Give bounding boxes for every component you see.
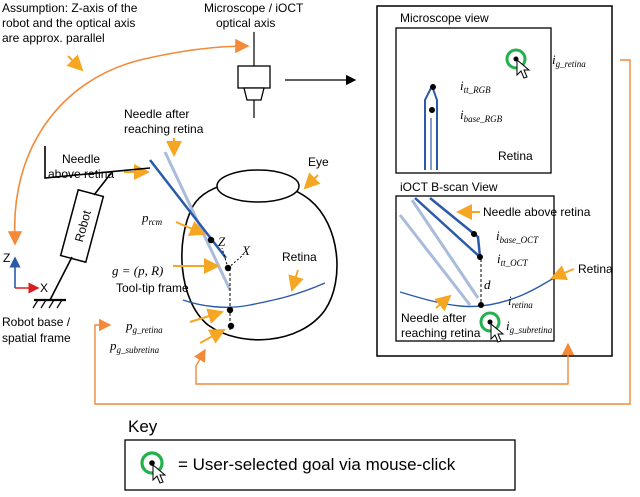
robot-base-label-line2: spatial frame xyxy=(2,331,71,345)
oct-view-goal-ring xyxy=(479,311,501,333)
key-goal-dot xyxy=(149,460,155,466)
oct-d-label: d xyxy=(484,277,491,292)
i-retina-point xyxy=(478,302,484,308)
rcm-point xyxy=(207,236,215,244)
robot-base-label-line1: Robot base / xyxy=(2,315,71,329)
tooltip-x-axis xyxy=(227,254,244,269)
microscope-view-retina-label: Retina xyxy=(498,149,533,163)
i-retina-label: iretina xyxy=(508,293,533,310)
p-g-retina-arrow xyxy=(189,308,224,324)
oct-view-retina-line xyxy=(399,277,555,308)
eye-label: Eye xyxy=(308,155,329,169)
i-tt-oct-label: itt_OCT xyxy=(497,251,529,268)
p-rcm-arrow xyxy=(175,221,206,236)
key-text: = User-selected goal via mouse-click xyxy=(178,455,456,474)
needle-above-shaft xyxy=(149,159,227,259)
robot-arm: Robot xyxy=(32,146,151,309)
p-g-subretina-point xyxy=(227,322,235,330)
i-tt-rgb-label: itt_RGB xyxy=(460,78,491,95)
eye-arrow xyxy=(303,172,321,190)
assumption-text-line1: Assumption: Z-axis of the xyxy=(2,1,138,15)
microscope-label-line1: Microscope / iOCT xyxy=(204,1,304,15)
tooltip-x-label: X xyxy=(241,243,251,258)
g-frame-label: g = (p, R) xyxy=(112,263,163,278)
oct-needle-after-label-line2: reaching retina xyxy=(401,326,481,340)
oct-needle-after-label-line1: Needle after xyxy=(401,311,466,325)
i-base-oct-label: ibase_OCT xyxy=(496,228,539,245)
robot-z-label: Z xyxy=(3,251,10,265)
robot-x-label: X xyxy=(40,281,48,295)
views-panel xyxy=(376,5,613,357)
needle-above-label-line1: Needle xyxy=(62,152,100,166)
oct-view-title: iOCT B-scan View xyxy=(400,180,498,194)
tooltip-z-axis xyxy=(221,247,229,269)
key-goal-ring xyxy=(140,451,164,475)
i-base-oct-point xyxy=(471,231,477,237)
needle-after-label-line2: reaching retina xyxy=(124,122,204,136)
p-g-retina-label: pg_retina xyxy=(125,318,163,335)
tooltip-z-label: Z xyxy=(218,234,226,249)
eye-retina-arrow xyxy=(288,269,304,292)
i-base-rgb-point xyxy=(429,107,435,113)
oct-goal-link xyxy=(194,345,569,385)
microscope-label-line2: optical axis xyxy=(216,16,275,30)
i-g-retina-label: ig_retina xyxy=(552,52,586,69)
key-box xyxy=(124,439,516,491)
microscope-view-title: Microscope view xyxy=(400,11,489,25)
oct-view-needles xyxy=(398,197,482,306)
eye-retina-line xyxy=(182,282,326,308)
eye-globe xyxy=(181,169,338,341)
microscope-view-goal-ring xyxy=(505,48,527,70)
microscope-view-needle xyxy=(424,83,438,170)
p-g-subretina-label: pg_subretina xyxy=(109,338,160,355)
key-title: Key xyxy=(128,417,158,436)
i-tt-oct-point xyxy=(477,254,483,260)
needle-after-label-line1: Needle after xyxy=(124,107,189,121)
parallel-link-curve xyxy=(13,38,250,241)
microscope-goal-link xyxy=(94,59,631,405)
i-tt-rgb-point xyxy=(430,84,436,90)
eye-retina-label: Retina xyxy=(282,250,317,264)
microscope-view-box xyxy=(395,27,552,174)
p-g-retina-point xyxy=(226,306,234,314)
oct-retina-outside-arrow xyxy=(550,265,575,281)
i-base-rgb-label: ibase_RGB xyxy=(460,107,503,124)
p-rcm-label: prcm xyxy=(141,210,163,227)
tooltip-frame-label: Tool-tip frame xyxy=(116,281,189,295)
assumption-arrow xyxy=(66,54,84,72)
oct-view-goal-dot xyxy=(487,319,493,325)
microscope-icon xyxy=(237,65,271,101)
assumption-text-line3: are approx. parallel xyxy=(2,31,105,45)
p-g-subretina-arrow xyxy=(199,329,226,344)
oct-retina-outside-label: Retina xyxy=(578,262,613,276)
oct-needle-above-label: Needle above retina xyxy=(483,205,591,219)
i-g-subretina-label: ig_subretina xyxy=(506,318,553,335)
assumption-text-line2: robot and the optical axis xyxy=(2,16,135,30)
oct-needle-after-arrow xyxy=(434,294,452,312)
